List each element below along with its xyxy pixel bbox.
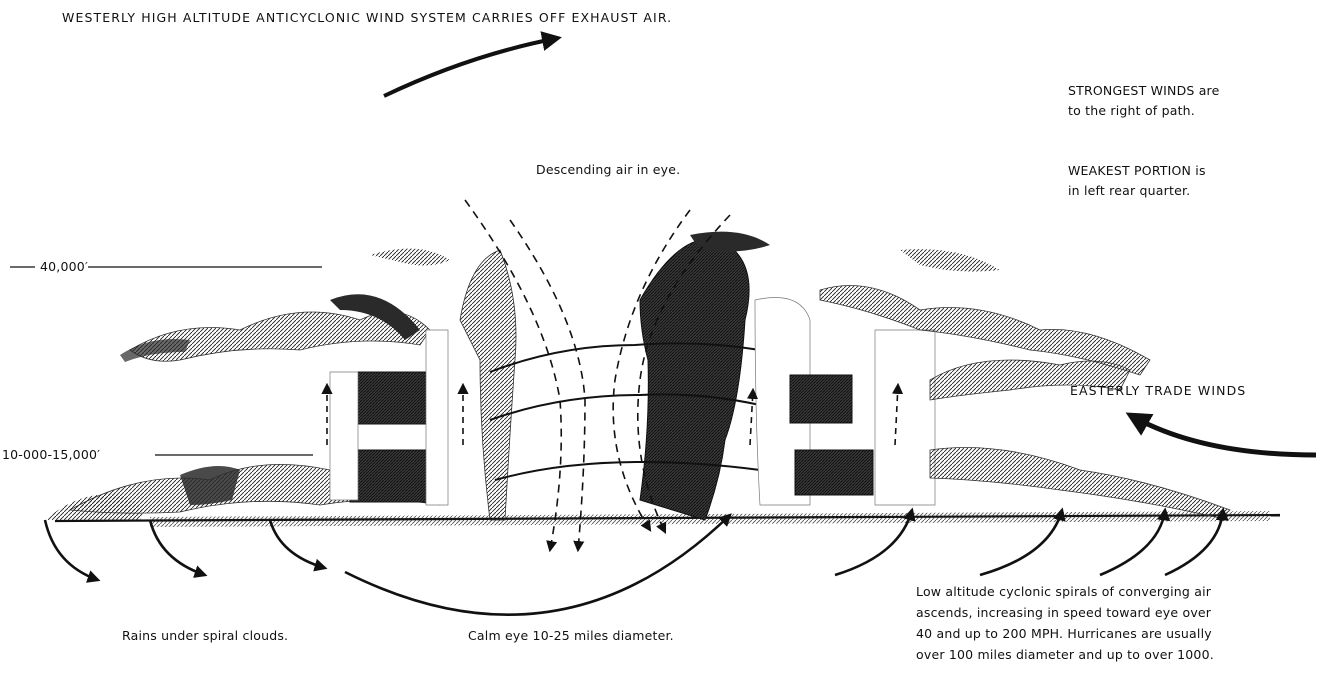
weakest-portion-line2: in left rear quarter. bbox=[1068, 181, 1190, 200]
surface-arrow-eye bbox=[345, 515, 730, 615]
easterly-trade-winds-label: EASTERLY TRADE WINDS bbox=[1070, 381, 1246, 400]
cloud-cell-right-lower bbox=[795, 450, 873, 495]
surface-arrow-2 bbox=[150, 520, 205, 575]
eye-band-3 bbox=[495, 462, 760, 480]
cloud-top-right-wisp bbox=[900, 249, 1000, 271]
calm-eye-label: Calm eye 10-25 miles diameter. bbox=[468, 626, 674, 645]
weakest-portion-line1: WEAKEST PORTION is bbox=[1068, 161, 1206, 180]
updraft-arrow-3 bbox=[750, 390, 753, 445]
strongest-winds-line1: STRONGEST WINDS are bbox=[1068, 81, 1220, 100]
strongest-winds-line2: to the right of path. bbox=[1068, 101, 1195, 120]
cloud-column-right-2 bbox=[875, 330, 935, 505]
surface-texture bbox=[150, 516, 1270, 522]
eye-wall-left bbox=[460, 250, 516, 520]
cloud-wisp-far-left bbox=[45, 494, 143, 520]
altitude-10000-15000-label: 10-000-15,000′ bbox=[2, 445, 100, 464]
low-altitude-line3: 40 and up to 200 MPH. Hurricanes are usu… bbox=[916, 624, 1212, 643]
easterly-trade-wind-arrow bbox=[1130, 415, 1316, 455]
cloud-cell-right-upper bbox=[790, 375, 852, 423]
cloud-column-left bbox=[330, 372, 358, 500]
cloud-cell-left-upper bbox=[358, 372, 426, 424]
descending-arrow-2 bbox=[510, 220, 585, 550]
cloud-top-left-wisp bbox=[370, 249, 450, 266]
descending-air-label: Descending air in eye. bbox=[536, 160, 680, 179]
surface-arrow-3 bbox=[270, 520, 325, 568]
surface-arrow-1 bbox=[45, 520, 98, 580]
low-altitude-line2: ascends, increasing in speed toward eye … bbox=[916, 603, 1211, 622]
cloud-cell-left-lower bbox=[350, 450, 430, 502]
low-altitude-line1: Low altitude cyclonic spirals of converg… bbox=[916, 582, 1211, 601]
low-altitude-line4: over 100 miles diameter and up to over 1… bbox=[916, 645, 1214, 664]
top-title-label: WESTERLY HIGH ALTITUDE ANTICYCLONIC WIND… bbox=[62, 8, 672, 27]
westerly-wind-arrow bbox=[384, 38, 558, 96]
eye-wall-right-top bbox=[690, 232, 770, 252]
altitude-40000-label: 40,000′ bbox=[40, 257, 88, 276]
cloud-band-right-lower bbox=[930, 448, 1230, 519]
cloud-dark-left-low bbox=[180, 466, 240, 505]
eye-wall-right bbox=[640, 239, 749, 520]
cloud-column-left-inner bbox=[426, 330, 448, 505]
rains-label: Rains under spiral clouds. bbox=[122, 626, 288, 645]
